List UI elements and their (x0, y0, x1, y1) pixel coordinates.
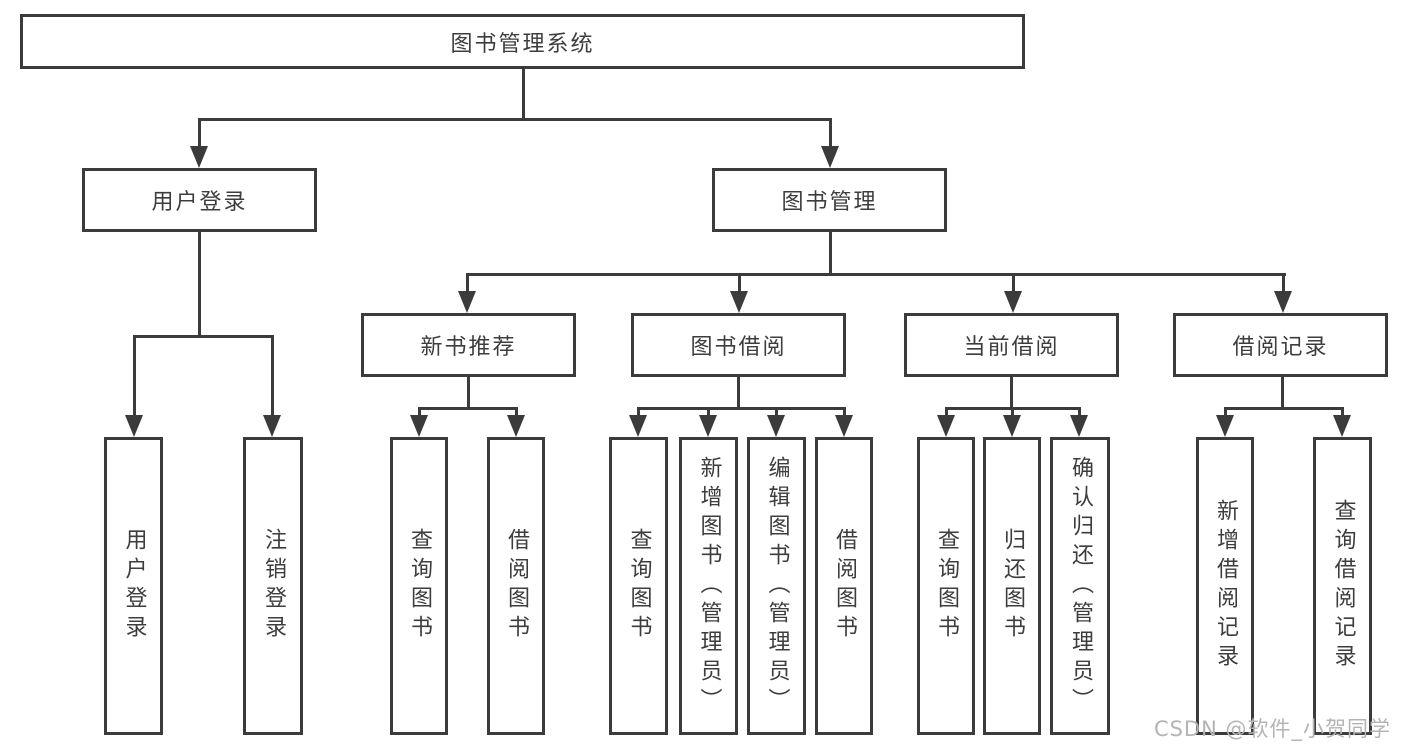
arrow-down-icon (767, 415, 785, 437)
connector-line (842, 407, 846, 416)
csdn-watermark: CSDN @软件_小贺同学 (1153, 717, 1391, 741)
node-new-book-recommend-label: 新书推荐 (420, 335, 517, 360)
arrow-down-icon (263, 415, 281, 437)
connector-line (1223, 407, 1344, 410)
connector-line (465, 273, 1286, 276)
connector-line (1010, 407, 1014, 416)
arrow-down-icon (821, 146, 839, 168)
node-borrow-records-label: 借阅记录 (1232, 335, 1329, 360)
connector-line (828, 118, 832, 147)
node-book-borrow-label: 图书借阅 (690, 335, 787, 360)
node-current-borrow-label: 当前借阅 (963, 335, 1060, 360)
connector-line (132, 335, 136, 416)
connector-line (417, 407, 518, 410)
connector-line (465, 273, 469, 293)
arrow-down-icon (699, 415, 717, 437)
leaf-query-borrow-record-label: 查询借阅记录 (1330, 499, 1356, 673)
connector-line (417, 407, 421, 416)
arrow-down-icon (1216, 415, 1234, 437)
leaf-query-books-borrow-label: 查询图书 (626, 528, 652, 644)
leaf-logout: 注销登录 (243, 437, 303, 735)
leaf-return-books: 归还图书 (983, 437, 1041, 735)
arrow-down-icon (835, 415, 853, 437)
connector-line (197, 118, 832, 121)
arrow-down-icon (458, 291, 476, 313)
arrow-down-icon (410, 415, 428, 437)
connector-line (1077, 407, 1081, 416)
arrow-down-icon (629, 415, 647, 437)
leaf-add-borrow-record-label: 新增借阅记录 (1213, 499, 1238, 673)
node-current-borrow: 当前借阅 (904, 313, 1119, 377)
connector-line (774, 407, 778, 416)
connector-line (737, 377, 740, 407)
leaf-borrow-books-recommend: 借阅图书 (487, 437, 545, 735)
node-user-login: 用户登录 (82, 168, 317, 232)
arrow-down-icon (1274, 291, 1292, 313)
arrow-down-icon (1004, 291, 1022, 313)
leaf-confirm-return-admin-label: 确认归还（管理员） (1068, 455, 1093, 717)
arrow-down-icon (507, 415, 525, 437)
arrow-down-icon (190, 146, 208, 168)
connector-line (944, 407, 948, 416)
connector-line (514, 407, 518, 416)
node-borrow-records: 借阅记录 (1173, 313, 1388, 377)
leaf-query-books-current-label: 查询图书 (934, 528, 959, 644)
leaf-user-login-label: 用户登录 (121, 528, 147, 644)
leaf-user-login: 用户登录 (104, 437, 163, 735)
node-book-management-label: 图书管理 (781, 190, 878, 215)
connector-line (270, 335, 274, 416)
leaf-query-books-borrow: 查询图书 (609, 437, 668, 735)
leaf-add-borrow-record: 新增借阅记录 (1196, 437, 1254, 735)
connector-line (197, 118, 201, 147)
leaf-query-books-recommend: 查询图书 (390, 437, 448, 735)
arrow-down-icon (1333, 415, 1351, 437)
connector-line (521, 69, 525, 118)
leaf-add-books-admin-label: 新增图书（管理员） (696, 455, 722, 717)
leaf-return-books-label: 归还图书 (1000, 528, 1025, 644)
connector-line (737, 273, 741, 293)
arrow-down-icon (730, 291, 748, 313)
arrow-down-icon (937, 415, 955, 437)
node-book-management: 图书管理 (712, 168, 947, 232)
leaf-borrow-books: 借阅图书 (815, 437, 873, 735)
leaf-edit-books-admin-label: 编辑图书（管理员） (764, 455, 790, 717)
leaf-confirm-return-admin: 确认归还（管理员） (1050, 437, 1110, 735)
connector-line (467, 377, 470, 407)
leaf-query-books-current: 查询图书 (917, 437, 975, 735)
connector-line (706, 407, 710, 416)
node-root: 图书管理系统 (20, 14, 1025, 69)
connector-line (132, 335, 274, 338)
arrow-down-icon (1070, 415, 1088, 437)
arrow-down-icon (125, 415, 143, 437)
connector-line (1010, 377, 1013, 407)
connector-line (828, 232, 832, 273)
leaf-add-books-admin: 新增图书（管理员） (679, 437, 738, 735)
node-root-label: 图书管理系统 (450, 31, 595, 57)
connector-line (636, 407, 640, 416)
node-book-borrow: 图书借阅 (631, 313, 846, 377)
connector-line (636, 407, 846, 410)
node-new-book-recommend: 新书推荐 (361, 313, 576, 377)
connector-line (1280, 377, 1284, 407)
connector-line (1223, 407, 1227, 416)
connector-line (197, 232, 201, 338)
connector-line (1011, 273, 1015, 293)
connector-line (1340, 407, 1344, 416)
leaf-edit-books-admin: 编辑图书（管理员） (747, 437, 806, 735)
node-user-login-label: 用户登录 (151, 190, 248, 215)
leaf-query-books-recommend-label: 查询图书 (407, 528, 432, 644)
leaf-logout-label: 注销登录 (261, 528, 286, 644)
connector-line (1281, 273, 1285, 293)
leaf-query-borrow-record: 查询借阅记录 (1313, 437, 1372, 735)
leaf-borrow-books-recommend-label: 借阅图书 (504, 528, 529, 644)
leaf-borrow-books-label: 借阅图书 (832, 528, 857, 644)
arrow-down-icon (1003, 415, 1021, 437)
